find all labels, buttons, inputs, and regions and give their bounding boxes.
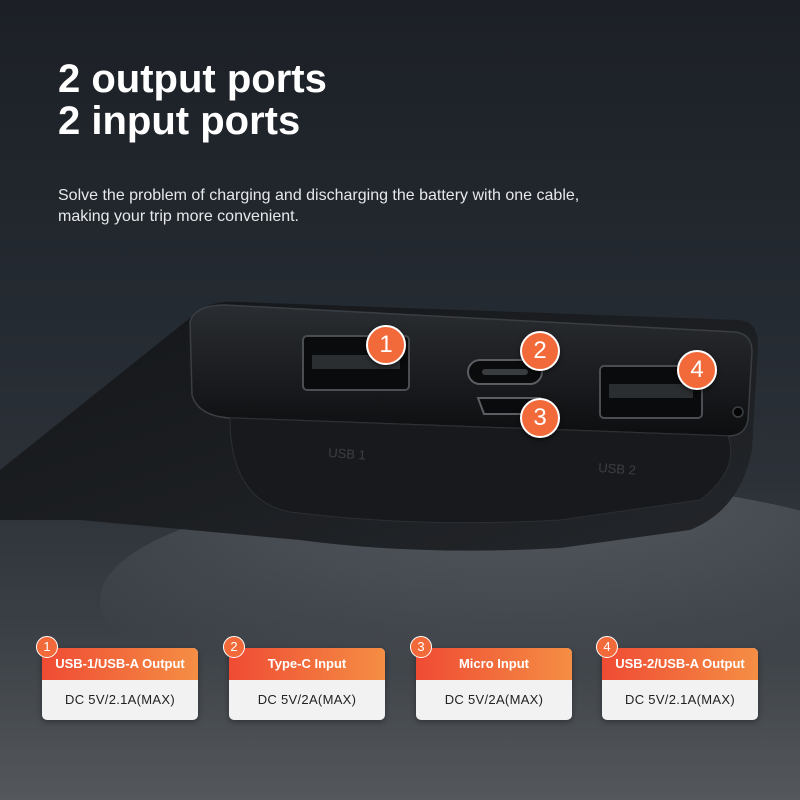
callout-2: 2 [520, 331, 560, 371]
port-card-3-number: 3 [410, 636, 432, 658]
port-card-4-number: 4 [596, 636, 618, 658]
port-card-4: 4 USB-2/USB-A Output DC 5V/2.1A(MAX) [596, 636, 758, 720]
port-card-2-number: 2 [223, 636, 245, 658]
port-card-2-spec: DC 5V/2A(MAX) [257, 692, 357, 707]
device-lip [229, 417, 732, 524]
type-c-port-tongue [482, 369, 528, 375]
port-card-3-spec: DC 5V/2A(MAX) [444, 692, 544, 707]
engraving-usb-1: USB 1 [328, 445, 367, 463]
port-card-3: 3 Micro Input DC 5V/2A(MAX) [410, 636, 572, 720]
port-card-1-spec: DC 5V/2.1A(MAX) [65, 692, 175, 707]
headline-line-1: 2 output ports [58, 57, 327, 101]
headline: 2 output ports 2 input ports [58, 58, 327, 142]
engraving-usb-2: USB 2 [598, 460, 637, 478]
port-card-1-number: 1 [36, 636, 58, 658]
port-card-2: 2 Type-C Input DC 5V/2A(MAX) [223, 636, 385, 720]
indicator-hole [732, 406, 744, 418]
port-card-3-title: Micro Input [416, 648, 572, 680]
port-card-2-title: Type-C Input [229, 648, 385, 680]
usb-a-port-2-tongue [609, 384, 693, 398]
callout-1: 1 [366, 325, 406, 365]
callout-4: 4 [677, 350, 717, 390]
subtitle: Solve the problem of charging and discha… [58, 187, 580, 225]
port-card-1-title: USB-1/USB-A Output [42, 648, 198, 680]
headline-line-2: 2 input ports [58, 99, 301, 143]
port-card-4-spec: DC 5V/2.1A(MAX) [625, 692, 735, 707]
port-card-4-title: USB-2/USB-A Output [602, 648, 758, 680]
callout-3: 3 [520, 398, 560, 438]
port-card-1: 1 USB-1/USB-A Output DC 5V/2.1A(MAX) [36, 636, 198, 720]
